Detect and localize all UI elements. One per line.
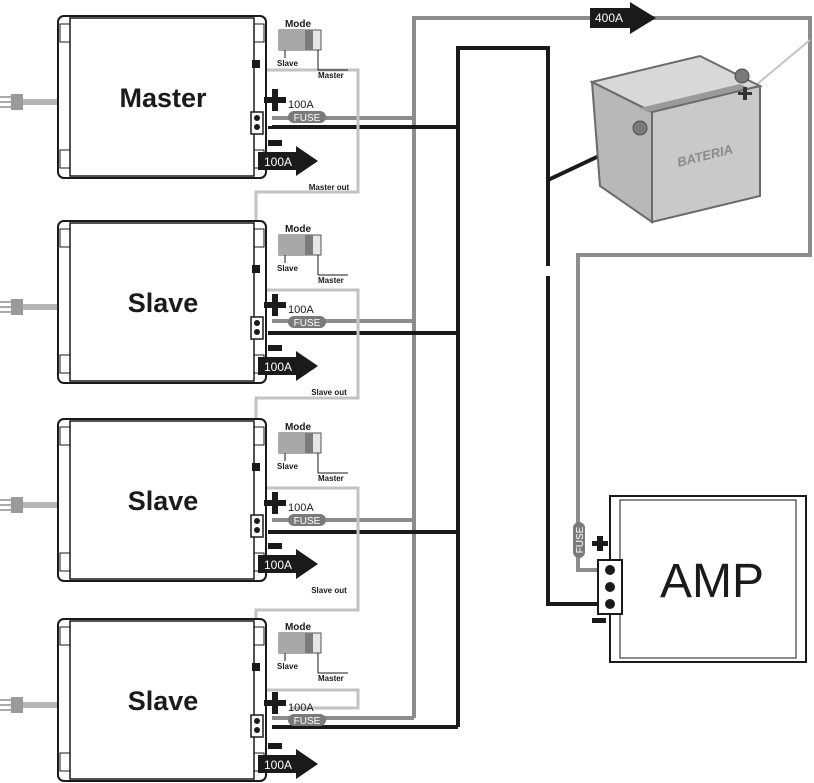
svg-text:100A: 100A [264,758,292,772]
ground-trunk [268,46,619,729]
plus-icon [264,492,286,514]
svg-text:Master: Master [318,71,344,80]
svg-text:FUSE: FUSE [294,716,321,727]
svg-text:FUSE: FUSE [294,318,321,329]
main-current-label: 400A [595,11,623,25]
current-arrow-icon: 100A [258,549,318,579]
minus-icon [268,543,282,549]
out-label: Master out [309,183,350,192]
mode-switch-icon: Mode Slave Master [277,622,348,683]
minus-icon [268,140,282,146]
amp-label: AMP [660,555,764,608]
unit-master: Master Mode Slave Master 100A FUSE 1 [0,15,350,192]
plus-current-label: 100A [288,502,314,514]
unit-slave-1: Slave Mode Slave Master 100A FUSE 10 [0,220,348,397]
out-label: Slave out [311,586,347,595]
plus-icon [264,294,286,316]
minus-icon [268,743,282,749]
svg-text:FUSE: FUSE [575,526,586,553]
fuse-icon: FUSE [288,514,326,527]
svg-text:100A: 100A [264,155,292,169]
mode-switch-icon: Mode Slave Master [277,224,348,285]
svg-text:FUSE: FUSE [294,516,321,527]
svg-text:Master: Master [318,276,344,285]
svg-text:100A: 100A [264,360,292,374]
current-arrow-icon: 100A [258,749,318,779]
svg-text:Slave: Slave [277,59,298,68]
minus-icon [268,345,282,351]
unit-label: Master [119,83,207,113]
mode-switch-icon: Mode Slave Master [277,422,348,483]
out-label: Slave out [311,388,347,397]
mode-switch-icon: Mode Slave Master [277,19,348,80]
svg-text:Slave: Slave [277,662,298,671]
current-arrow-icon: 100A [258,146,318,176]
svg-text:Mode: Mode [285,422,312,433]
main-current-arrow: 400A [590,2,656,34]
amp-plus-icon [592,536,608,551]
amp-minus-icon [592,618,606,623]
unit-label: Slave [128,486,199,516]
plus-current-label: 100A [288,304,314,316]
svg-text:Mode: Mode [285,622,312,633]
svg-text:Slave: Slave [277,264,298,273]
fuse-icon: FUSE [288,111,326,124]
svg-text:Mode: Mode [285,224,312,235]
current-arrow-icon: 100A [258,351,318,381]
svg-text:Master: Master [318,674,344,683]
battery: BATERIA [589,54,763,224]
svg-text:Mode: Mode [285,19,312,30]
svg-text:FUSE: FUSE [294,113,321,124]
svg-text:Master: Master [318,474,344,483]
plus-icon [264,692,286,714]
svg-text:Slave: Slave [277,462,298,471]
fuse-icon: FUSE [288,714,326,727]
plus-icon [264,89,286,111]
svg-text:100A: 100A [264,558,292,572]
amp-fuse: FUSE [573,522,586,558]
unit-label: Slave [128,686,199,716]
plus-current-label: 100A [288,99,314,111]
unit-slave-2: Slave Mode Slave Master 100A FUSE 10 [0,418,348,595]
plus-current-label: 100A [288,702,314,714]
unit-label: Slave [128,288,199,318]
amp: AMP FUSE [573,495,807,663]
unit-slave-3: Slave Mode Slave Master 100A FUSE 10 [0,618,348,782]
fuse-icon: FUSE [288,316,326,329]
